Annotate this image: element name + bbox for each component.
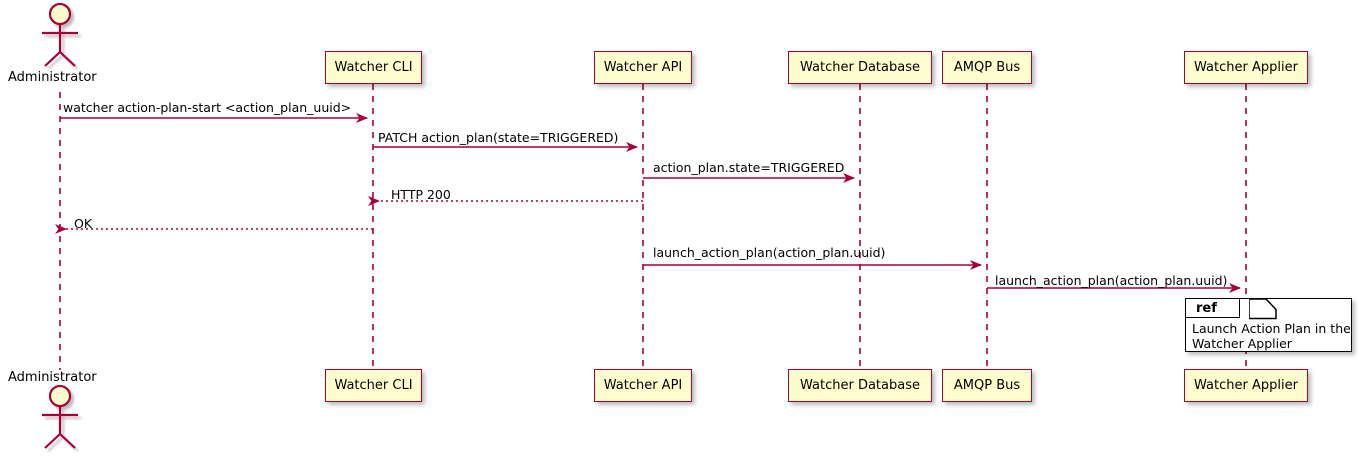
participant-box-cli-top[interactable]: Watcher CLI — [325, 51, 422, 84]
participant-label: Watcher CLI — [334, 378, 413, 393]
participant-label: Watcher Applier — [1194, 60, 1298, 75]
participant-box-amqp-bottom[interactable]: AMQP Bus — [942, 369, 1032, 402]
participant-box-db-bottom[interactable]: Watcher Database — [788, 369, 932, 402]
message-arrows — [55, 113, 1241, 293]
message-label-4: OK — [74, 216, 93, 231]
participant-box-api-top[interactable]: Watcher API — [594, 51, 692, 84]
participant-label: Watcher Applier — [1194, 378, 1298, 393]
message-label-1: PATCH action_plan(state=TRIGGERED) — [378, 130, 619, 145]
actor-label-administrator-bottom: Administrator — [8, 370, 97, 385]
participant-label: Watcher API — [603, 378, 683, 393]
ref-tag-corner-icon — [1249, 299, 1277, 320]
message-label-3: HTTP 200 — [391, 187, 451, 202]
participant-box-api-bottom[interactable]: Watcher API — [594, 369, 692, 402]
message-label-6: launch_action_plan(action_plan.uuid) — [995, 273, 1228, 288]
participant-box-cli-bottom[interactable]: Watcher CLI — [325, 369, 422, 402]
ref-fragment-text: Launch Action Plan in the Watcher Applie… — [1192, 321, 1351, 351]
participant-box-db-top[interactable]: Watcher Database — [788, 51, 932, 84]
actor-figure-administrator-bottom — [42, 384, 78, 449]
message-label-2: action_plan.state=TRIGGERED — [653, 160, 845, 175]
actor-label-administrator-top: Administrator — [8, 70, 97, 85]
participant-box-applier-top[interactable]: Watcher Applier — [1184, 51, 1308, 84]
participant-label: Watcher Database — [800, 378, 920, 393]
message-label-0: watcher action-plan-start <action_plan_u… — [63, 100, 352, 115]
participant-box-applier-bottom[interactable]: Watcher Applier — [1184, 369, 1308, 402]
participant-box-amqp-top[interactable]: AMQP Bus — [942, 51, 1032, 84]
lifelines — [59, 84, 1247, 370]
actor-figure-administrator-top — [42, 2, 78, 67]
participant-label: AMQP Bus — [953, 60, 1021, 75]
message-label-5: launch_action_plan(action_plan.uuid) — [653, 245, 886, 260]
participant-label: AMQP Bus — [953, 378, 1021, 393]
ref-fragment-tag: ref — [1186, 299, 1240, 318]
participant-label: Watcher Database — [800, 60, 920, 75]
participant-label: Watcher API — [603, 60, 683, 75]
participant-label: Watcher CLI — [334, 60, 413, 75]
ref-fragment[interactable]: ref Launch Action Plan in the Watcher Ap… — [1185, 298, 1352, 352]
